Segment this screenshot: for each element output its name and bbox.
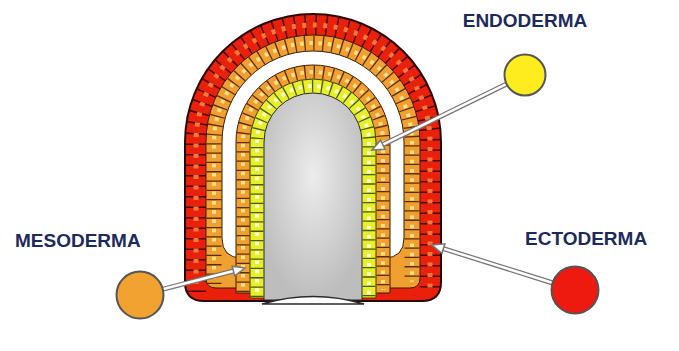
outer-outline (184, 13, 442, 302)
ectoderm-cells (196, 25, 430, 292)
leader-line (164, 266, 245, 289)
color-circle: ECTODERMA (550, 265, 600, 315)
mesoderm-nuclei (243, 72, 383, 290)
ectoderm-nuclei (196, 25, 430, 288)
color-swatch-circle (505, 55, 546, 96)
color-circle: ENDODERMA (503, 53, 547, 97)
color-swatch-circle (117, 272, 164, 319)
color-circle: MESODERMA (115, 270, 165, 320)
circle-shape (503, 53, 547, 97)
leader-line (432, 244, 551, 283)
endoderm-cells (257, 86, 369, 297)
color-swatch-circle (552, 267, 599, 314)
layer-label: ECTODERMA (525, 228, 647, 250)
leader-line (372, 85, 505, 150)
ectoderm-layer (186, 15, 440, 300)
layer-label: MESODERMA (15, 230, 141, 252)
endoderm-nuclei (257, 86, 369, 295)
layer-label: ENDODERMA (463, 10, 588, 32)
mesoderm-cells (243, 72, 383, 292)
circle-shape (115, 270, 165, 320)
circle-shape (550, 265, 600, 315)
blastopore (262, 297, 364, 305)
archenteron (264, 93, 362, 300)
